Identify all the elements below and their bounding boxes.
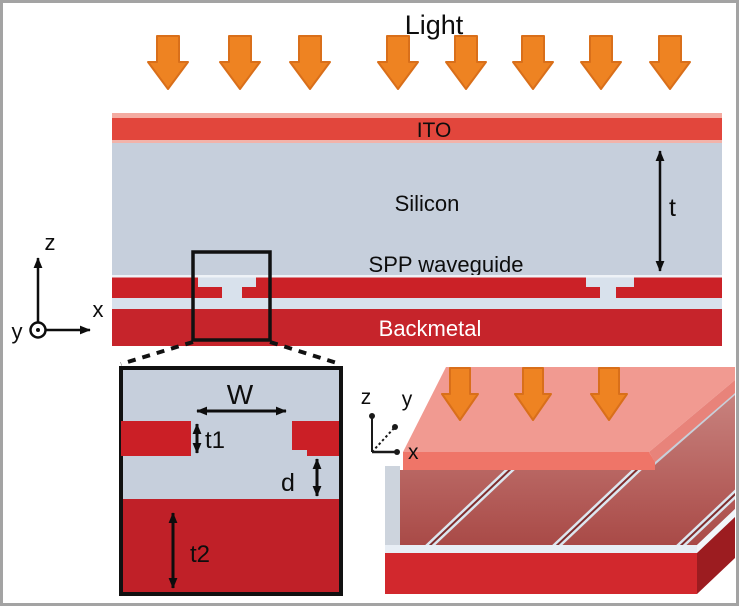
light-arrow-icon bbox=[289, 35, 331, 90]
incident-light-arrows bbox=[147, 35, 691, 90]
light-arrow-icon bbox=[219, 35, 261, 90]
y-axis-dot-icon bbox=[36, 328, 40, 332]
t-label: t bbox=[669, 194, 676, 222]
strip-slot-right-bar bbox=[586, 277, 634, 287]
inset-backmetal bbox=[123, 499, 339, 592]
3d-y-axis-label: y bbox=[402, 388, 413, 411]
strip-slot-right-stem bbox=[600, 287, 616, 298]
3d-slot-groove bbox=[674, 446, 735, 545]
3d-silicon-left-face bbox=[385, 466, 400, 545]
gap-layer bbox=[112, 298, 722, 309]
3d-backmetal-side-face bbox=[697, 517, 735, 594]
inset-detail-view: W t1 d t2 bbox=[119, 366, 343, 596]
light-arrow-icon bbox=[580, 35, 622, 90]
spp-strip-layer bbox=[112, 277, 722, 298]
main-z-axis-label: z bbox=[45, 230, 56, 255]
inset-strip-left bbox=[121, 421, 191, 456]
light-arrow-icon bbox=[147, 35, 189, 90]
light-arrow-icon bbox=[649, 35, 691, 90]
perspective-3d-view: z y x bbox=[361, 367, 735, 594]
backmetal-label: Backmetal bbox=[379, 316, 482, 341]
3d-ito-side-face bbox=[649, 380, 735, 462]
ito-label: ITO bbox=[417, 119, 452, 142]
strip-layer-top-edge bbox=[112, 275, 722, 278]
t2-label: t2 bbox=[190, 541, 210, 568]
3d-gap-side-face bbox=[697, 509, 735, 553]
light-arrow-icon bbox=[512, 35, 554, 90]
light-arrow-icon bbox=[445, 35, 487, 90]
w-label: W bbox=[227, 379, 254, 410]
3d-x-axis-tip-icon bbox=[394, 449, 400, 455]
zoom-dash-left bbox=[120, 340, 194, 366]
3d-y-axis-icon bbox=[371, 426, 396, 453]
3d-z-axis-tip-icon bbox=[369, 413, 375, 419]
silicon-layer bbox=[112, 143, 722, 277]
light-arrow-icon bbox=[441, 367, 479, 421]
3d-x-axis-label: x bbox=[408, 441, 419, 464]
3d-ito-top-face bbox=[403, 367, 735, 452]
3d-ito-front-face bbox=[403, 452, 655, 470]
strip-slot-left-stem bbox=[222, 287, 242, 298]
ito-layer-bottom-edge bbox=[112, 140, 722, 143]
3d-gap-front-face bbox=[385, 545, 697, 553]
ito-layer-top-edge bbox=[112, 113, 722, 118]
main-y-axis-label: y bbox=[12, 319, 23, 344]
main-axes: z x y bbox=[12, 230, 104, 344]
3d-axes: z y x bbox=[361, 386, 419, 464]
3d-z-axis-label: z bbox=[361, 386, 372, 409]
main-x-axis-label: x bbox=[93, 297, 104, 322]
zoom-box bbox=[191, 250, 272, 342]
spp-waveguide-label: SPP waveguide bbox=[369, 252, 524, 277]
light-arrow-icon bbox=[590, 367, 628, 421]
light-label: Light bbox=[405, 10, 464, 40]
light-arrow-icon bbox=[514, 367, 552, 421]
inset-strip-right bbox=[292, 421, 339, 456]
3d-y-axis-tip-icon bbox=[392, 424, 398, 430]
t1-label: t1 bbox=[205, 427, 225, 454]
light-arrow-icon bbox=[377, 35, 419, 90]
strip-slot-left-bar bbox=[198, 277, 256, 287]
zoom-dash-right bbox=[269, 340, 341, 366]
d-label: d bbox=[281, 469, 295, 497]
silicon-label: Silicon bbox=[395, 191, 460, 216]
3d-backmetal-front-face bbox=[385, 553, 697, 594]
